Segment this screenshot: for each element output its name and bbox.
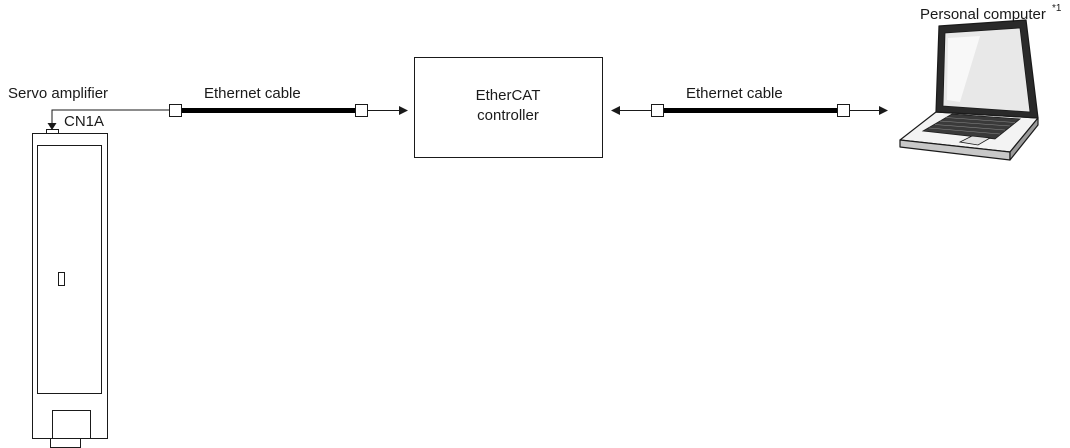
- servo-amplifier-label: Servo amplifier: [8, 85, 109, 102]
- servo-amplifier-terminal: [52, 410, 91, 439]
- arrow-left-icon: [611, 106, 620, 115]
- controller-label-line1: EtherCAT: [475, 87, 541, 104]
- cn1a-port: [46, 129, 59, 134]
- controller-label-line2: controller: [477, 107, 539, 124]
- ethernet-cable-left-label: Ethernet cable: [204, 85, 301, 102]
- servo-amplifier: [32, 129, 108, 448]
- cable-right-plug-a: [651, 104, 664, 117]
- servo-amplifier-panel: [37, 145, 102, 394]
- cable-right-plug-b: [837, 104, 850, 117]
- cn1a-connector-label: CN1A: [64, 113, 105, 130]
- ethernet-cable-left: [169, 104, 408, 117]
- servo-amplifier-indicator: [58, 272, 65, 286]
- arrow-right-icon: [399, 106, 408, 115]
- arrow-right-icon: [879, 106, 888, 115]
- cable-left-plug-a: [169, 104, 182, 117]
- cn1a-connection: [47, 109, 169, 130]
- cable-left-plug-b: [355, 104, 368, 117]
- ethernet-cable-right: [611, 104, 888, 117]
- ethercat-controller-label: EtherCAT controller: [414, 86, 602, 126]
- servo-amplifier-body: [32, 133, 108, 439]
- ethercat-controller-box: [414, 57, 603, 158]
- cn1a-arrowhead: [47, 123, 57, 130]
- personal-computer-label: Personal computer: [920, 6, 1046, 23]
- ethernet-cable-right-label: Ethernet cable: [686, 85, 783, 102]
- footnote-marker: *1: [1052, 3, 1062, 14]
- servo-amplifier-bottom-connector: [50, 438, 81, 448]
- laptop-icon: [899, 19, 1039, 161]
